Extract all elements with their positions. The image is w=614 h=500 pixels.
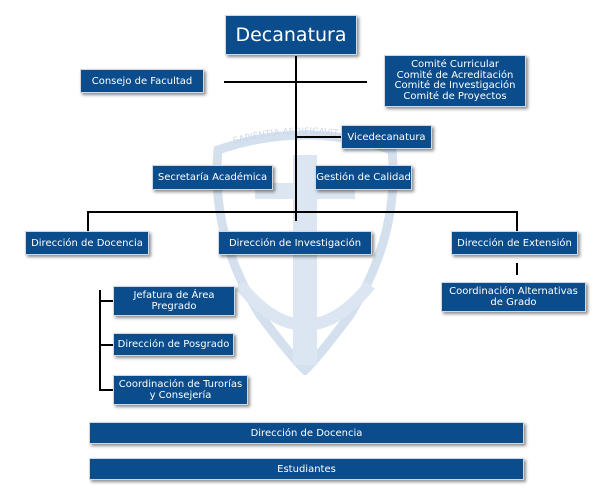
bar-docencia-label: Dirección de Docencia [250,427,363,439]
node-direccion-extension: Dirección de Extensión [451,231,578,255]
comite-proyectos: Comité de Proyectos [403,90,507,102]
comite-curricular: Comité Curricular [411,59,499,70]
node-direccion-docencia: Dirección de Docencia [25,231,149,255]
crest-watermark: SAPIENTIA AEDIFICAVIT SIBI [212,127,398,375]
connector-trunk [295,56,297,221]
comite-investigacion: Comité de Investigación [394,80,516,91]
node-jefatura-line2: Pregrado [151,301,197,312]
connector-docencia-children [99,290,101,391]
node-coordinacion-tutorias: Coordinación de Turorías y Consejería [113,375,248,405]
node-direccion-investigacion: Dirección de Investigación [218,231,372,255]
node-jefatura-area-pregrado: Jefatura de Área Pregrado [113,286,235,316]
connector-vicedecanatura [295,136,341,138]
node-secretaria-label: Secretaría Académica [157,172,268,183]
node-posgrado-label: Dirección de Posgrado [117,339,230,350]
connector-extension-drop [516,211,518,231]
node-decanatura-label: Decanatura [235,24,347,46]
node-docencia-label: Dirección de Docencia [31,237,143,249]
node-alternativas-line2: de Grado [490,297,537,308]
node-tutorias-line1: Coordinación de Turorías [118,379,243,390]
connector-jefatura [99,300,113,302]
node-extension-label: Dirección de Extensión [457,237,572,249]
connector-directions-bar [87,211,518,213]
comite-acreditacion: Comité de Acreditación [396,69,514,81]
bar-direccion-docencia: Dirección de Docencia [89,422,524,444]
node-secretaria-academica: Secretaría Académica [152,165,273,190]
bar-estudiantes: Estudiantes [89,458,524,480]
connector-extension-child [516,263,518,275]
node-jefatura-line1: Jefatura de Área [133,290,215,301]
node-investigacion-label: Dirección de Investigación [228,237,362,249]
node-direccion-posgrado: Dirección de Posgrado [113,333,234,356]
node-vicedecanatura-label: Vicedecanatura [347,131,426,143]
node-consejo-label: Consejo de Facultad [91,75,193,87]
node-vicedecanatura: Vicedecanatura [341,125,432,149]
crest-anchor [235,281,375,331]
connector-docencia-drop [87,211,89,231]
node-calidad-label: Gestión de Calidad [316,172,411,183]
node-tutorias-line2: y Consejería [149,390,212,401]
connector-tutorias [99,389,113,391]
node-decanatura: Decanatura [225,15,357,55]
bar-estudiantes-label: Estudiantes [277,463,336,475]
node-comites: Comité Curricular Comité de Acreditación… [384,55,526,107]
connector-posgrado [99,344,113,346]
node-consejo-facultad: Consejo de Facultad [80,69,204,93]
connector-consejo-comites [224,81,367,83]
node-gestion-calidad: Gestión de Calidad [315,165,412,190]
node-alternativas-line1: Coordinación Alternativas [449,286,578,297]
node-coordinacion-alternativas: Coordinación Alternativas de Grado [441,282,586,312]
